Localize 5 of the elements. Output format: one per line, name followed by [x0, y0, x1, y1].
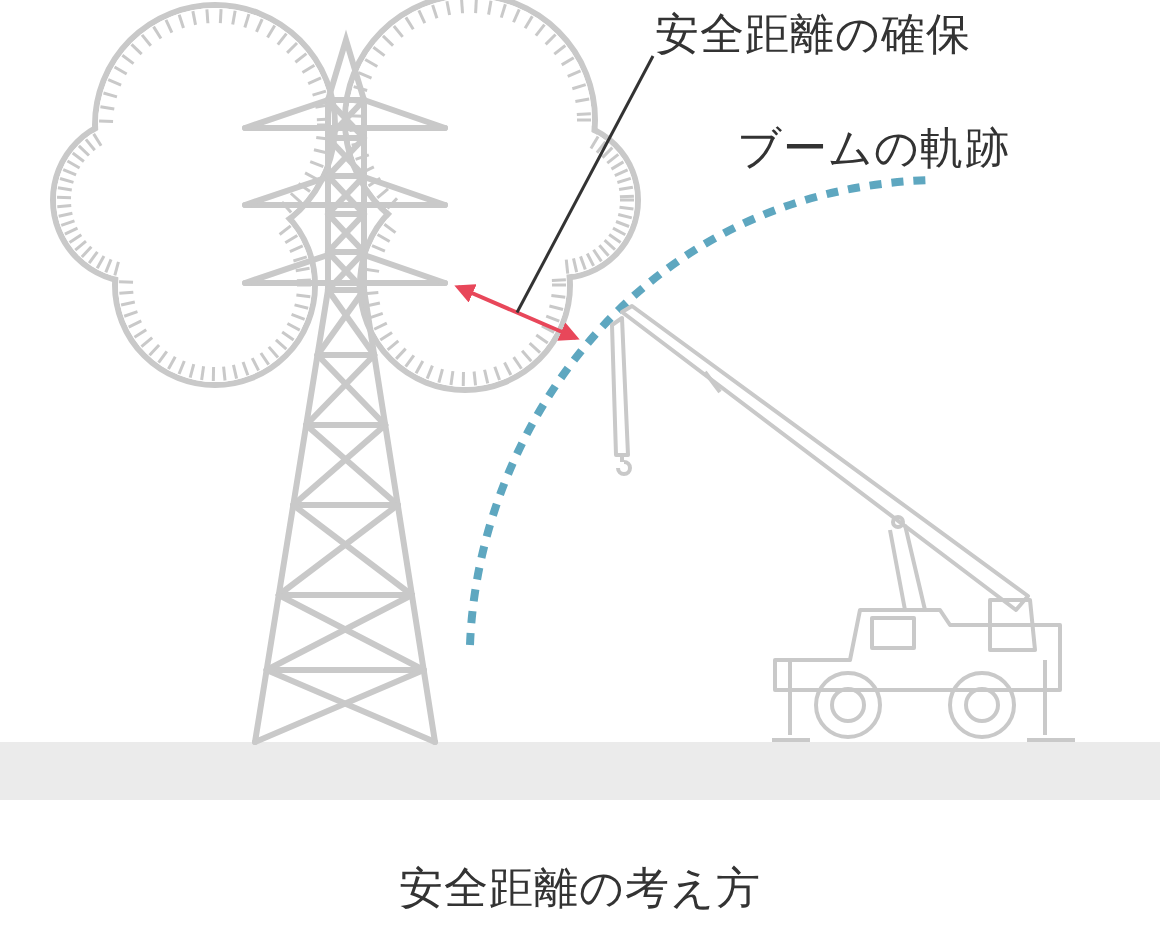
- double-arrow: [454, 284, 580, 341]
- callout-text: 安全距離の確保: [655, 8, 971, 60]
- leader-line: [515, 55, 655, 314]
- curve-label: ブームの軌跡: [737, 122, 1010, 174]
- caption: 安全距離の考え方: [399, 862, 761, 913]
